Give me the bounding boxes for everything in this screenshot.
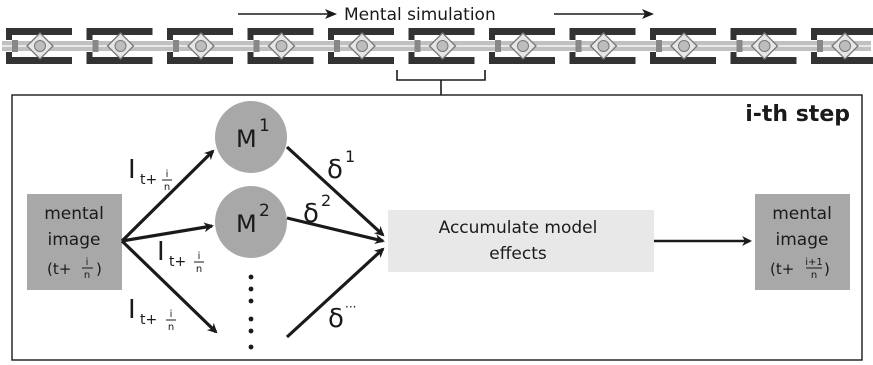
input-time-prefix: (t+ <box>47 260 71 278</box>
input-time-suffix: ) <box>96 260 102 278</box>
edge-model2-to-accumulate <box>286 216 385 244</box>
edge-model1-to-accumulate <box>285 145 385 237</box>
edge-label-input-top: I t+ i n <box>128 155 172 193</box>
output-line2: image <box>776 230 829 250</box>
step-bracket <box>396 70 486 95</box>
filmstrip-frame <box>247 28 314 64</box>
filmstrip-frame <box>86 28 153 64</box>
delta-more-sup: ··· <box>345 300 356 314</box>
filmstrip-frame <box>408 28 475 64</box>
delta-label-2: δ 2 <box>303 191 331 229</box>
delta-label-1: δ 1 <box>327 147 355 185</box>
simulation-header: Mental simulation <box>238 5 654 25</box>
filmstrip-frame <box>489 28 555 64</box>
model1-sup: 1 <box>259 116 270 136</box>
model-node-2: M 2 <box>215 186 287 258</box>
edge-input-to-model2 <box>121 222 214 243</box>
edge-label-mid-den: n <box>196 264 202 275</box>
edge-more-to-accumulate <box>285 247 385 339</box>
edge-label-top-num: i <box>166 169 169 180</box>
delta2-sup: 2 <box>321 191 331 210</box>
accumulate-box: Accumulate model effects <box>388 210 654 272</box>
simulation-filmstrip <box>2 28 873 64</box>
delta1-base: δ <box>327 155 343 185</box>
edge-input-to-more <box>120 239 218 334</box>
filmstrip-frame <box>6 28 72 64</box>
model2-base: M <box>236 210 257 238</box>
filmstrip-frame <box>811 28 873 64</box>
filmstrip-frame <box>569 28 636 64</box>
input-frac-num: i <box>86 257 89 268</box>
output-time-suffix: ) <box>824 260 830 278</box>
model-node-1: M 1 <box>215 101 287 173</box>
input-line2: image <box>48 230 101 250</box>
output-mental-image: mental image (t+ i+1 n ) <box>755 194 850 290</box>
edge-label-mid-base: I <box>157 237 165 267</box>
accumulate-line1: Accumulate model <box>439 218 598 238</box>
edges <box>120 145 752 339</box>
edge-label-top-base: I <box>128 155 136 185</box>
edge-label-bot-sub: t+ <box>140 312 157 328</box>
edge-label-bot-num: i <box>170 309 173 320</box>
input-frac-den: n <box>84 270 90 281</box>
output-line1: mental <box>772 204 832 224</box>
delta2-base: δ <box>303 199 319 229</box>
edge-label-top-den: n <box>164 182 170 193</box>
output-time-prefix: (t+ <box>770 260 794 278</box>
filmstrip-frame <box>730 28 797 64</box>
edge-label-mid-sub: t+ <box>169 254 186 270</box>
edge-label-input-mid: I t+ i n <box>157 237 204 275</box>
output-frac-num: i+1 <box>805 257 823 268</box>
more-models-ellipsis <box>248 274 254 350</box>
accumulate-rect <box>388 210 654 272</box>
edge-label-input-bottom: I t+ i n <box>128 295 176 333</box>
step-label: i-th step <box>745 102 850 127</box>
delta1-sup: 1 <box>345 147 355 166</box>
edge-label-mid-num: i <box>198 251 201 262</box>
delta-label-more: δ ··· <box>328 300 356 334</box>
filmstrip-frame <box>328 28 394 64</box>
edge-input-to-model1 <box>120 149 215 243</box>
header-title: Mental simulation <box>344 5 496 25</box>
edge-label-bot-den: n <box>168 322 174 333</box>
accumulate-line2: effects <box>489 244 547 264</box>
output-frac-den: n <box>811 270 817 281</box>
delta-more-base: δ <box>328 304 344 334</box>
filmstrip-frame <box>650 28 716 64</box>
output-box <box>755 194 850 290</box>
edge-label-bot-base: I <box>128 295 136 325</box>
input-mental-image: mental image (t+ i n ) <box>27 194 122 290</box>
edge-label-top-sub: t+ <box>140 172 157 188</box>
input-box <box>27 194 122 290</box>
input-line1: mental <box>44 204 104 224</box>
model1-base: M <box>236 125 257 153</box>
filmstrip-frame <box>167 28 233 64</box>
model2-sup: 2 <box>259 201 270 221</box>
